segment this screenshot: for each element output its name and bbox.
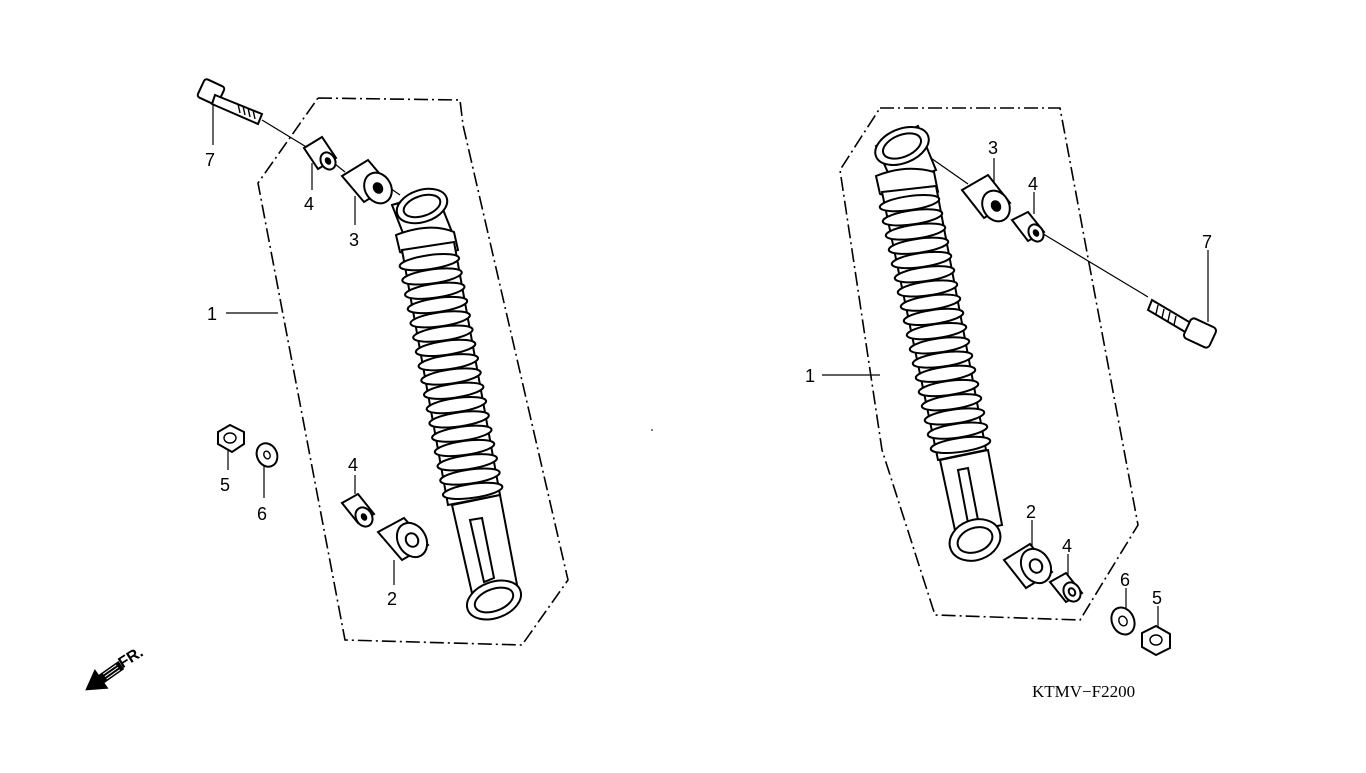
callout-right-6: 6	[1120, 570, 1130, 590]
callout-left-2: 2	[387, 589, 397, 609]
bush-right-top	[960, 173, 1012, 223]
callout-right-5: 5	[1152, 588, 1162, 608]
stray-dot	[651, 429, 653, 431]
callout-left-1: 1	[207, 304, 217, 324]
right-assembly: 3 4 7 1 2 4 6 5	[805, 107, 1218, 657]
collar-right-bottom	[1048, 571, 1084, 604]
bolt-right	[1146, 298, 1218, 349]
bush-left-bottom	[376, 516, 430, 562]
nut-right	[1141, 624, 1171, 657]
shock-absorber-left	[390, 187, 523, 621]
spring-coil	[929, 435, 992, 454]
callout-left-3: 3	[349, 230, 359, 250]
collar-right-top	[1010, 210, 1046, 243]
washer-left	[255, 442, 279, 468]
callout-left-6: 6	[257, 504, 267, 524]
callout-right-3: 3	[988, 138, 998, 158]
bolt-left	[196, 78, 264, 126]
callout-right-7: 7	[1202, 232, 1212, 252]
front-arrow-icon	[85, 660, 125, 691]
callout-right-2: 2	[1026, 502, 1036, 522]
diagram-code: KTMV−F2200	[1032, 682, 1135, 701]
callout-left-4-top: 4	[304, 194, 314, 214]
bush-right-bottom	[1002, 542, 1054, 590]
callout-left-7: 7	[205, 150, 215, 170]
callout-left-5: 5	[220, 475, 230, 495]
callout-right-4-top: 4	[1028, 174, 1038, 194]
shock-absorber-right	[874, 124, 1004, 562]
callout-right-4-bottom: 4	[1062, 536, 1072, 556]
bush-left-top	[340, 158, 393, 205]
callout-left-4-bottom: 4	[348, 455, 358, 475]
washer-right	[1110, 606, 1136, 636]
right-assembly-outline	[839, 107, 1139, 621]
front-direction-indicator: FR.	[85, 644, 146, 691]
callout-right-1: 1	[805, 366, 815, 386]
collar-left-bottom	[340, 492, 376, 528]
collar-left-top	[302, 135, 338, 171]
nut-left	[217, 423, 245, 454]
spring-coil	[441, 481, 504, 500]
left-assembly: 7 4 3 1 5 6 4 2	[196, 78, 569, 646]
left-assembly-outline	[257, 97, 569, 646]
